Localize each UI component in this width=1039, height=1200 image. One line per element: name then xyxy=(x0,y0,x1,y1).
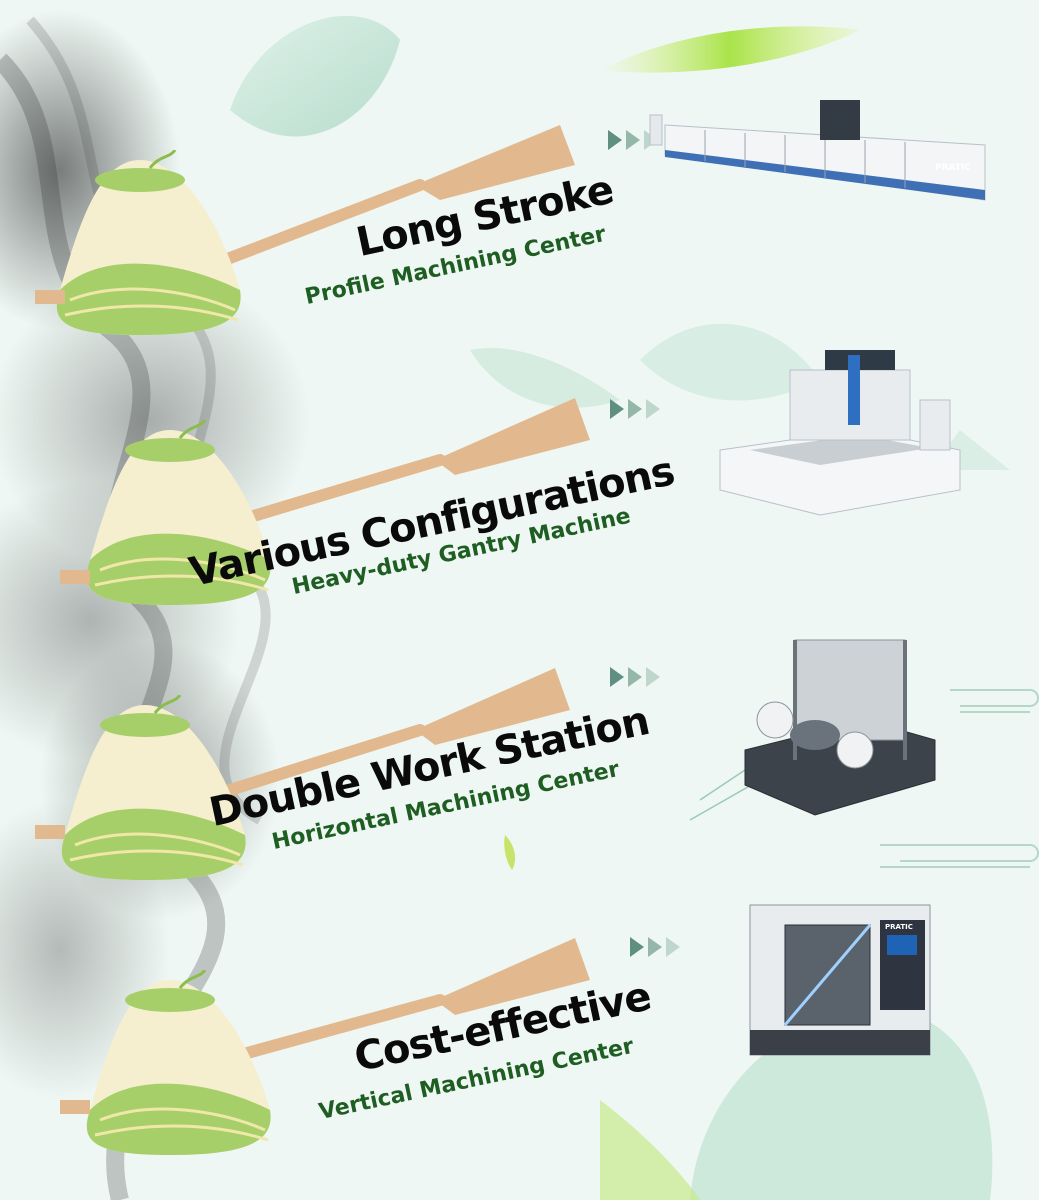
svg-text:PRATIC: PRATIC xyxy=(935,163,971,173)
feature-item-double-work-station: Double Work Station Horizontal Machining… xyxy=(0,630,1039,920)
profile-machining-center-image: PRATIC xyxy=(649,100,986,201)
svg-text:PRATIC: PRATIC xyxy=(885,923,913,931)
zongzi-icon xyxy=(60,420,271,605)
paddle-icon xyxy=(234,938,590,1061)
gantry-machine-image xyxy=(719,350,961,516)
zongzi-icon xyxy=(35,695,246,880)
feature-item-cost-effective: Cost-effective Vertical Machining Center… xyxy=(0,900,1039,1190)
paddle-icon xyxy=(224,125,575,264)
horizontal-machining-center-image xyxy=(744,639,936,816)
arrow-right-icon xyxy=(610,399,660,419)
arrow-right-icon xyxy=(630,937,680,957)
arrow-right-icon xyxy=(610,667,660,687)
zongzi-icon xyxy=(60,970,271,1155)
zongzi-icon xyxy=(35,150,241,335)
feature-item-various-configurations: Various Configurations Heavy-duty Gantry… xyxy=(0,350,1039,650)
paddle-icon xyxy=(224,668,570,796)
feature-item-long-stroke: Long Stroke Profile Machining Center PRA… xyxy=(0,90,1039,380)
vertical-machining-center-image: PRATIC xyxy=(749,904,931,1056)
paddle-icon xyxy=(234,398,590,526)
